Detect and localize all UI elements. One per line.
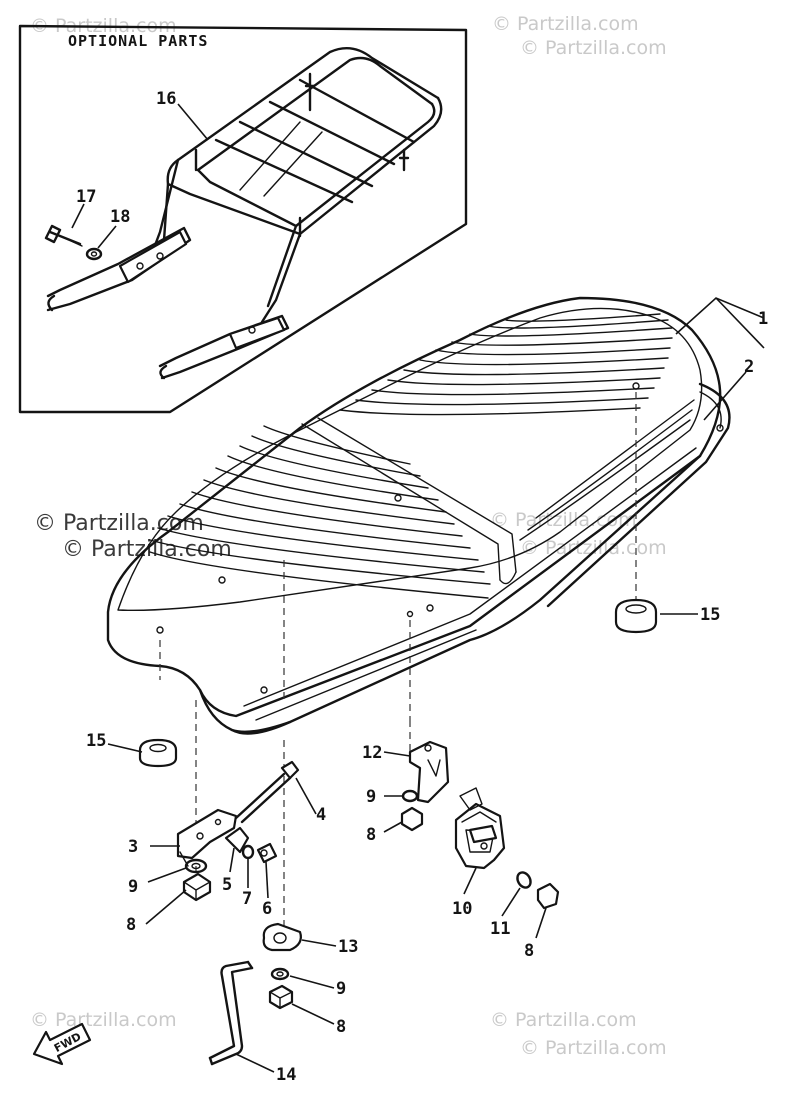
shaft-4 bbox=[234, 760, 300, 824]
rod-14 bbox=[208, 960, 254, 1066]
watermark-top-right: © Partzilla.com bbox=[492, 13, 639, 35]
callout-7: 7 bbox=[242, 889, 252, 909]
callout-2: 2 bbox=[744, 357, 754, 377]
bolt-17 bbox=[44, 224, 83, 247]
callout-9-lower: 9 bbox=[336, 979, 346, 999]
callout-8-left: 8 bbox=[126, 915, 136, 935]
callout-13: 13 bbox=[338, 937, 358, 957]
callout-18: 18 bbox=[110, 207, 130, 227]
watermark-mid-right: © Partzilla.com bbox=[490, 509, 637, 531]
watermark-bottom-left: © Partzilla.com bbox=[30, 1009, 177, 1031]
optional-box-frame bbox=[18, 24, 468, 414]
bolt-8-right bbox=[400, 806, 424, 832]
callout-11: 11 bbox=[490, 919, 510, 939]
callout-8-far-right: 8 bbox=[524, 941, 534, 961]
callout-8-right: 8 bbox=[366, 825, 376, 845]
optional-box-title: OPTIONAL PARTS bbox=[68, 32, 208, 50]
callouts: 1 2 15 15 4 3 9 8 5 7 6 13 9 8 14 12 9 bbox=[86, 297, 768, 1085]
washer-9-lower bbox=[270, 967, 290, 981]
seat-lock-10 bbox=[454, 787, 506, 870]
callout-12: 12 bbox=[362, 743, 382, 763]
bolt-8-far-right bbox=[536, 882, 560, 910]
callout-15-right: 15 bbox=[700, 605, 720, 625]
watermark-mid-right-2: © Partzilla.com bbox=[520, 537, 667, 559]
callout-9-left: 9 bbox=[128, 877, 138, 897]
cushion-15-left bbox=[138, 738, 178, 768]
callout-4: 4 bbox=[316, 805, 326, 825]
washer-7 bbox=[241, 844, 255, 860]
callout-6: 6 bbox=[262, 899, 272, 919]
callout-14: 14 bbox=[276, 1065, 296, 1085]
bolt-8-left bbox=[182, 872, 212, 902]
callout-5: 5 bbox=[222, 875, 232, 895]
bracket-12 bbox=[408, 740, 450, 804]
callout-9-right: 9 bbox=[366, 787, 376, 807]
collar-5 bbox=[224, 826, 250, 854]
washer-9-left bbox=[184, 858, 208, 874]
watermark-top-right-2: © Partzilla.com bbox=[520, 37, 667, 59]
callout-17: 17 bbox=[76, 187, 96, 207]
washer-9-right bbox=[401, 789, 419, 803]
callout-3: 3 bbox=[128, 837, 138, 857]
cushion-15-right bbox=[614, 598, 658, 634]
callout-10: 10 bbox=[452, 899, 472, 919]
seat-assembly bbox=[106, 296, 731, 735]
callout-15-left: 15 bbox=[86, 731, 106, 751]
watermark-bottom-right-2: © Partzilla.com bbox=[520, 1037, 667, 1059]
optional-parts-box: OPTIONAL PARTS bbox=[18, 24, 468, 414]
bracket-13 bbox=[262, 922, 302, 952]
watermarks: © Partzilla.com © Partzilla.com © Partzi… bbox=[30, 13, 667, 1059]
callout-16: 16 bbox=[156, 89, 176, 109]
bolt-8-lower bbox=[268, 984, 294, 1010]
washer-18 bbox=[85, 247, 103, 261]
callout-1: 1 bbox=[758, 309, 768, 329]
watermark-bottom-right: © Partzilla.com bbox=[490, 1009, 637, 1031]
washer-11 bbox=[516, 871, 532, 889]
bolt-6 bbox=[256, 842, 278, 864]
carrier-rack bbox=[46, 46, 443, 380]
callout-8-lower: 8 bbox=[336, 1017, 346, 1037]
